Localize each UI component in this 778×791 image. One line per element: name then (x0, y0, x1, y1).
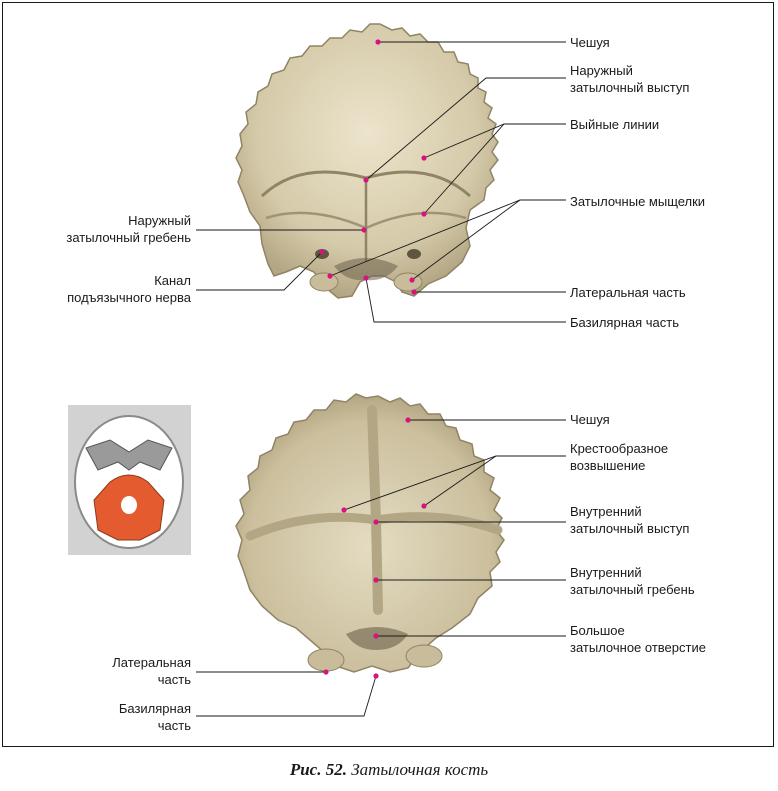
marker-dots (319, 39, 427, 679)
label-lateral-part-bottom: Латеральная часть (112, 655, 191, 687)
figure-title: Затылочная кость (351, 760, 489, 779)
left-lateral-part (307, 648, 345, 672)
label-scale-bottom: Чешуя (570, 412, 610, 427)
label-basilar-part-bottom: Базилярная часть (118, 701, 191, 733)
label-ext-protuberance: Наружный затылочный выступ (570, 63, 690, 95)
label-int-crest: Внутренний затылочный гребень (570, 565, 695, 597)
figure-caption: Рис. 52. Затылочная кость (0, 760, 778, 780)
label-foramen-magnum: Большое затылочное отверстие (570, 623, 706, 655)
occipital-bone-internal-view (235, 393, 505, 673)
label-cruciform: Крестообразное возвышение (570, 441, 669, 473)
label-basilar-part-top: Базилярная часть (570, 315, 679, 330)
right-lateral-part (405, 644, 443, 668)
label-lateral-part-top: Латеральная часть (570, 285, 686, 300)
label-hypoglossal-canal: Канал подъязычного нерва (67, 273, 191, 305)
skull-base-inset (68, 405, 191, 555)
internal-bone-outline (235, 393, 505, 673)
sphenoid-shape (85, 439, 173, 471)
label-scale-top: Чешуя (570, 35, 610, 50)
top-leader-lines (196, 41, 566, 323)
bottom-leader-lines (196, 419, 566, 717)
foramen-magnum-int (346, 627, 408, 650)
left-condyle (309, 272, 339, 292)
occipital-bone-external-view (235, 23, 499, 299)
label-nuchal-lines: Выйные линии (570, 117, 660, 132)
figure-number: Рис. 52. (289, 760, 347, 779)
label-condyles: Затылочные мыщелки (570, 194, 706, 209)
foramen-magnum-ext (334, 258, 398, 281)
label-int-protuberance: Внутренний затылочный выступ (570, 504, 690, 536)
figure-frame (2, 2, 774, 747)
label-ext-crest: Наружный затылочный гребень (66, 213, 191, 245)
